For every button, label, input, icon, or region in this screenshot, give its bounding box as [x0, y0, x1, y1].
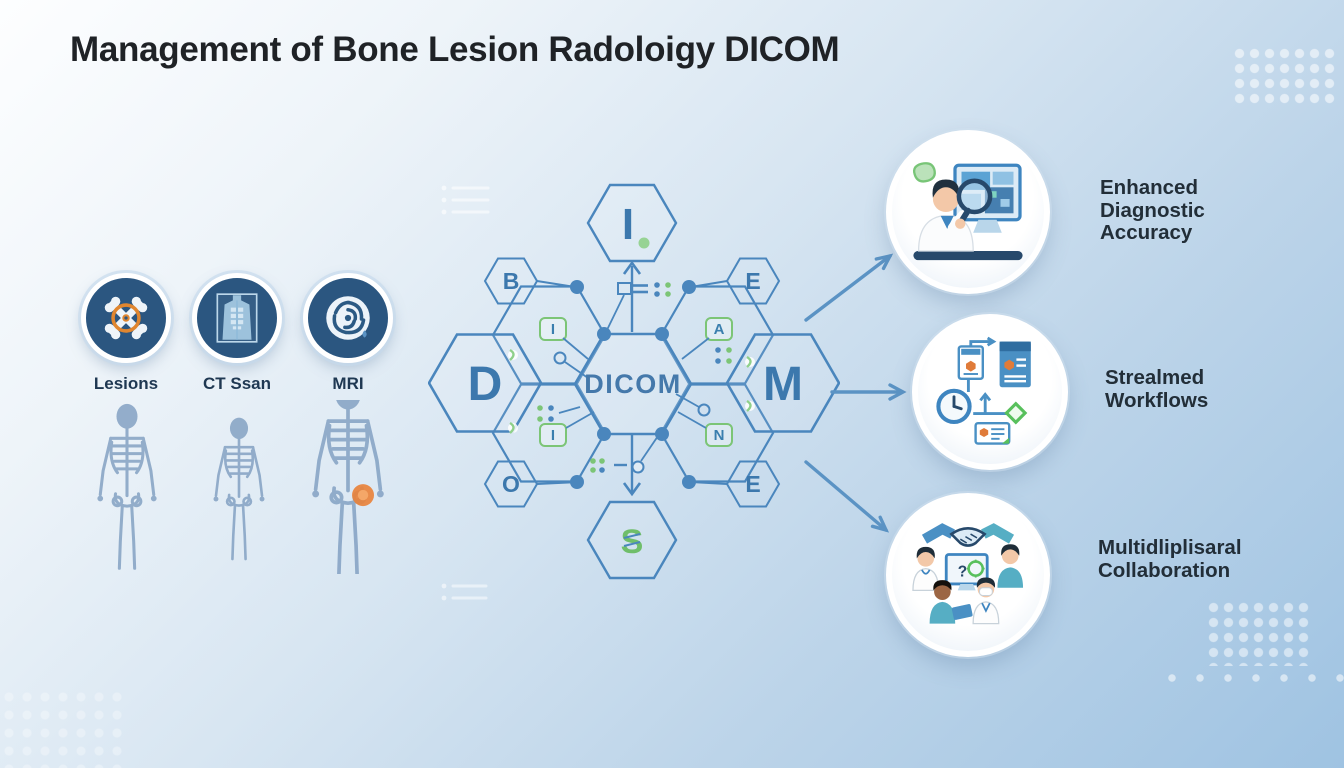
svg-text:?: ?	[958, 563, 967, 580]
green-letter-badges: I A I N	[539, 317, 733, 447]
benefit-line: Strealmed	[1105, 366, 1205, 389]
doctor-magnifier-icon	[912, 162, 1023, 261]
hexagon-m	[725, 333, 840, 433]
benefit-label-diagnostic: Enhanced Diagnostic Accuracy	[1100, 176, 1205, 245]
benefit-line: Enhanced	[1100, 176, 1198, 199]
mri-circle	[303, 273, 393, 363]
hexagon-i	[586, 183, 678, 263]
workflow-clock-icon	[936, 336, 1031, 445]
hexagon-e-bottom-small	[725, 460, 781, 508]
benefit-line: Collaboration	[1098, 558, 1231, 582]
benefit-circle-diagnostic	[886, 130, 1050, 294]
data-dots-top	[654, 282, 671, 297]
skeleton-figure-2	[212, 416, 266, 561]
modality-label-lesions: Lesions	[93, 374, 159, 393]
decor-lines-bottom	[441, 583, 488, 601]
hex-letter-d: D	[468, 358, 503, 411]
dicom-hexagon-diagram: I A I N	[428, 183, 840, 601]
benefit-label-workflow: Strealmed Workflows	[1105, 366, 1209, 412]
ct-torso-icon	[216, 293, 258, 343]
green-dot-accent	[638, 237, 650, 249]
data-dots-bottom	[590, 458, 605, 473]
benefit-arrows	[804, 253, 907, 533]
dot-row-bottom-right	[1158, 670, 1344, 686]
decor-lines-top	[441, 185, 490, 215]
team-collaboration-icon: ?	[912, 523, 1024, 625]
hex-letter-b: B	[503, 268, 520, 294]
modality-label-ct: CT Ssan	[202, 374, 272, 393]
s-hash-accent	[623, 533, 641, 547]
benefit-line: Diagnostic	[1100, 198, 1205, 222]
hexagon-e-top-small	[725, 257, 781, 305]
dot-grid-bottom-right	[1206, 600, 1312, 666]
benefit-line: Multidliplisaral	[1098, 536, 1242, 559]
badge-n-bottom-right: N	[714, 427, 725, 444]
badge-i-bottom-left: I	[551, 427, 555, 444]
modality-label-mri: MRI	[332, 374, 364, 393]
hex-letter-m: M	[763, 358, 803, 411]
junction-dots	[570, 280, 696, 489]
dot-grid-left	[537, 405, 554, 422]
hex-letter-i: I	[622, 200, 634, 249]
mri-swirl-icon	[326, 296, 370, 340]
hex-letter-e-top: E	[745, 268, 760, 294]
skeleton-figure-3-lesion	[310, 400, 386, 574]
edge-accents	[508, 348, 755, 434]
page-title: Management of Bone Lesion Radoloigy DICO…	[70, 30, 840, 69]
dot-grid-top-right	[1232, 46, 1338, 108]
benefit-circle-workflow	[912, 314, 1068, 470]
hexagon-s	[586, 500, 678, 580]
dicom-center-label: DICOM	[584, 369, 682, 399]
arrow-to-i	[605, 260, 648, 333]
dot-grid-bottom-left	[0, 688, 130, 768]
hex-letter-s: S	[621, 523, 644, 561]
benefit-line: Accuracy	[1100, 221, 1193, 244]
dot-grid-right	[715, 347, 732, 364]
ct-scan-circle	[192, 273, 282, 363]
benefit-label-collaboration: Multidliplisaral Collaboration	[1098, 536, 1242, 582]
hex-letter-o: O	[502, 471, 520, 497]
molecule-nodes	[553, 351, 711, 417]
crossed-bones-icon	[104, 296, 148, 340]
hex-letter-e-bottom: E	[745, 471, 760, 497]
benefit-line: Workflows	[1105, 388, 1209, 412]
small-hex-connectors	[536, 280, 728, 485]
arrow-to-s	[614, 434, 659, 497]
badge-i-top-left: I	[551, 321, 555, 338]
skeleton-figure-1	[95, 402, 159, 570]
benefit-circle-collaboration: ?	[886, 493, 1050, 657]
lesions-circle	[81, 273, 171, 363]
badge-a-top-right: A	[714, 321, 725, 338]
